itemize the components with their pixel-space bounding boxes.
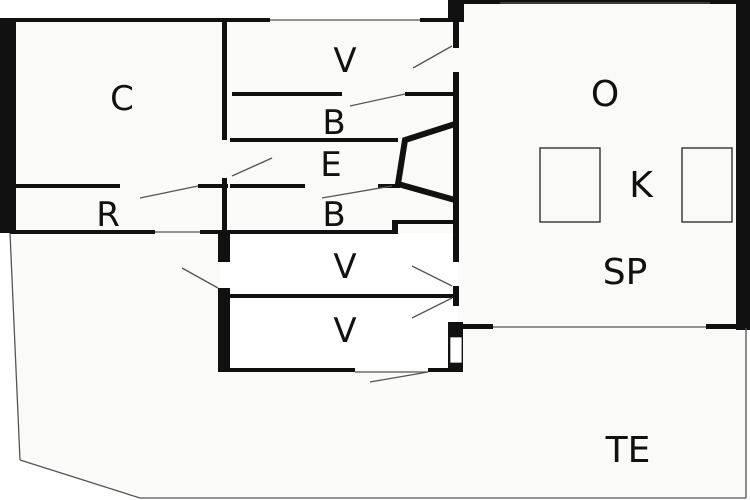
wall-b2-step-top — [392, 220, 455, 224]
wall-b2-bottom — [230, 230, 395, 234]
door-bottom — [369, 371, 429, 383]
wall-center-vertical-low — [453, 286, 459, 306]
room-label-b1: B — [322, 103, 345, 143]
wall-bottom-mid — [220, 368, 355, 372]
wall-b2-step — [392, 220, 398, 234]
wall-b1-e — [230, 138, 398, 142]
wall-left-outer — [0, 18, 16, 233]
room-label-v2: V — [333, 247, 356, 287]
wall-mid-vertical-top — [222, 20, 227, 140]
door-r — [139, 185, 199, 199]
door-c — [231, 157, 273, 177]
wall-mid-vertical-low — [222, 178, 227, 234]
kitchen-counter-right — [681, 147, 733, 223]
door-v2 — [411, 265, 453, 287]
door-v3 — [411, 297, 453, 319]
wall-left-lower-b — [218, 288, 230, 372]
wall-v-b1-right — [405, 92, 455, 96]
wall-top-mid — [420, 18, 460, 22]
room-label-v3: V — [333, 311, 356, 351]
floor-upper-left — [10, 20, 460, 233]
room-label-k: K — [629, 165, 654, 206]
wall-right-outer — [736, 0, 750, 330]
wall-bottom-left-b — [200, 230, 230, 234]
room-label-sp: SP — [603, 252, 648, 293]
room-label-o: O — [591, 74, 619, 115]
terrace-outline-left — [9, 232, 21, 461]
floor-terrace — [10, 233, 746, 498]
door-v1 — [412, 45, 453, 69]
wall-e-b2 — [230, 184, 305, 188]
wall-top-left — [0, 18, 270, 22]
wall-cabinet — [394, 121, 456, 203]
room-label-r: R — [96, 195, 120, 235]
door-small-gap — [450, 337, 462, 363]
wall-c-r-divider-left — [16, 184, 120, 188]
wall-bottom-mid-right — [428, 368, 463, 372]
door-left-lower — [181, 267, 219, 289]
wall-v-b1 — [232, 92, 342, 96]
wall-left-lower — [218, 232, 230, 262]
room-label-v1: V — [333, 41, 356, 81]
room-labels: C R V B E B V V O K SP TE — [96, 41, 654, 471]
wall-top-right-left-post — [448, 0, 464, 22]
wall-center-vertical-top — [453, 20, 459, 48]
wall-bottom-left — [10, 230, 155, 234]
door-e — [321, 185, 393, 199]
wall-v2-v3 — [230, 294, 455, 298]
floor-areas — [10, 3, 746, 498]
room-label-e: E — [320, 145, 341, 185]
wall-c-r-divider-right — [198, 184, 228, 188]
room-label-b2: B — [322, 195, 345, 235]
door-b1 — [349, 93, 406, 107]
room-label-c: C — [110, 79, 134, 119]
wall-center-vertical — [453, 72, 459, 262]
wall-open-bottom-left — [458, 324, 493, 329]
floor-open-area — [458, 3, 746, 328]
terrace-outline-bottom-left — [19, 459, 141, 499]
room-label-te: TE — [605, 430, 651, 471]
kitchen-counter-left — [539, 147, 601, 223]
wall-top-right — [458, 0, 750, 4]
walls — [0, 0, 750, 372]
wall-open-bottom-right — [706, 324, 750, 329]
thin-lines — [9, 2, 747, 499]
